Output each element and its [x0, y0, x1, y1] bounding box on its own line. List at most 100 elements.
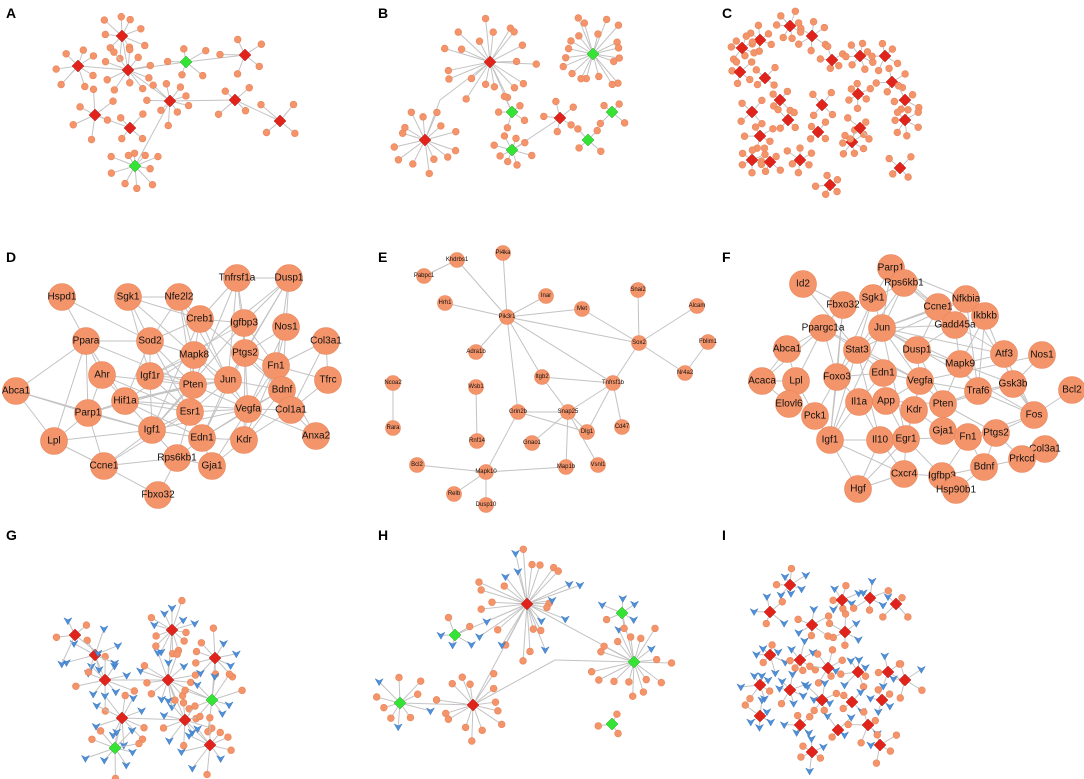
lncrna-node [846, 713, 856, 722]
edge [577, 17, 594, 55]
gene-node-circle [924, 293, 952, 321]
gene-node [748, 168, 756, 177]
panel-label-d: D [6, 249, 16, 265]
gene-node-label: Id2 [796, 279, 810, 290]
gene-node-fbxo32: Fbxo32 [826, 291, 860, 319]
panel-h-network [372, 545, 676, 745]
gene-node-circle [823, 363, 851, 391]
lncrna-node [803, 682, 813, 691]
lncrna-node [210, 672, 220, 681]
edge [613, 661, 635, 682]
edge-tnfrsf1b-snap25 [567, 382, 614, 413]
mirna-down-hub [107, 149, 162, 193]
gene-node [138, 134, 147, 143]
gene-node [257, 40, 266, 48]
mirna-down-hub [494, 92, 529, 132]
lncrna-node [91, 722, 101, 731]
mirna-up-hub [803, 679, 841, 715]
gene-node [458, 673, 466, 681]
panel-g-network [52, 596, 246, 779]
gene-node [444, 613, 453, 622]
mirna-up-node [753, 678, 767, 692]
gene-node-parp1: Parp1 [74, 399, 102, 427]
gene-node [868, 52, 876, 60]
mirna-up-hub [809, 88, 837, 120]
gene-node [101, 30, 110, 39]
mirna-up-hub [816, 42, 847, 72]
lncrna-node [195, 669, 205, 678]
gene-node [770, 81, 778, 89]
mirna-up-hub [216, 35, 266, 78]
gene-node-label: Tnfrsf1b [602, 380, 625, 386]
gene-node-inar: Inar [538, 288, 554, 304]
gene-node [187, 678, 195, 687]
gene-node-label: Ptgs2 [232, 348, 258, 359]
gene-node [173, 108, 182, 116]
gene-node-creb1: Creb1 [186, 305, 214, 333]
mirna-up-hub [795, 18, 830, 55]
gene-node-label: Foxo3 [823, 372, 851, 383]
gene-node [795, 40, 803, 48]
gene-node [454, 28, 462, 36]
gene-node-circle [700, 334, 716, 350]
gene-node [904, 613, 912, 621]
gene-node-label: Mapk8 [179, 350, 209, 361]
gene-node [794, 168, 803, 177]
gene-node [89, 52, 98, 60]
gene-node-circle [468, 344, 484, 360]
gene-node [829, 596, 837, 605]
gene-node [829, 633, 837, 642]
lncrna-node [736, 683, 746, 692]
edge-grin2b-mapk10 [485, 411, 519, 473]
gene-node-circle [816, 426, 844, 454]
gene-node [746, 75, 754, 84]
mirna-up-node [853, 49, 867, 63]
gene-node-label: Ikbkb [973, 311, 997, 322]
gene-node-circle [272, 313, 300, 341]
gene-node-circle [510, 404, 526, 420]
gene-node-label: Nos1 [1030, 350, 1054, 361]
edge-ppara-lpl [53, 340, 87, 442]
gene-node-circle [385, 420, 401, 436]
gene-node [466, 622, 474, 631]
edge [497, 603, 528, 631]
gene-node [414, 690, 422, 698]
gene-node [478, 726, 486, 735]
gene-node-label: Sgk1 [862, 293, 885, 304]
lncrna-node [806, 735, 816, 744]
edge [127, 61, 187, 71]
gene-node [806, 135, 815, 143]
edge-pik3r1-itgb2 [506, 316, 543, 378]
gene-node-label: Fbxo32 [826, 300, 860, 311]
lncrna-node [536, 617, 546, 626]
gene-node [444, 66, 453, 75]
gene-node-circle [971, 302, 999, 330]
gene-node [766, 137, 774, 145]
edge [444, 48, 491, 63]
gene-node-esr1: Esr1 [176, 398, 204, 426]
gene-node-lpl: Lpl [40, 427, 68, 455]
lncrna-node [127, 726, 137, 735]
gene-node-circle [1058, 376, 1084, 404]
gene-node [765, 687, 774, 695]
lncrna-node [164, 737, 174, 746]
gene-node [192, 647, 201, 656]
gene-node [833, 187, 841, 196]
gene-node-label: Bdnf [974, 462, 995, 473]
gene-node [799, 666, 807, 675]
lncrna-node [121, 761, 131, 770]
lncrna-node [787, 670, 797, 679]
gene-node [893, 128, 901, 137]
mirna-up-hub [783, 144, 816, 177]
gene-node [796, 144, 804, 152]
gene-node-circle [469, 433, 485, 449]
gene-node [865, 606, 874, 614]
mirna-up-node [881, 665, 895, 679]
gene-node [526, 647, 534, 656]
gene-node [610, 677, 618, 686]
mirna-up-node [898, 113, 912, 127]
gene-node [126, 45, 134, 54]
gene-node [840, 691, 848, 700]
gene-node-circle [903, 336, 931, 364]
